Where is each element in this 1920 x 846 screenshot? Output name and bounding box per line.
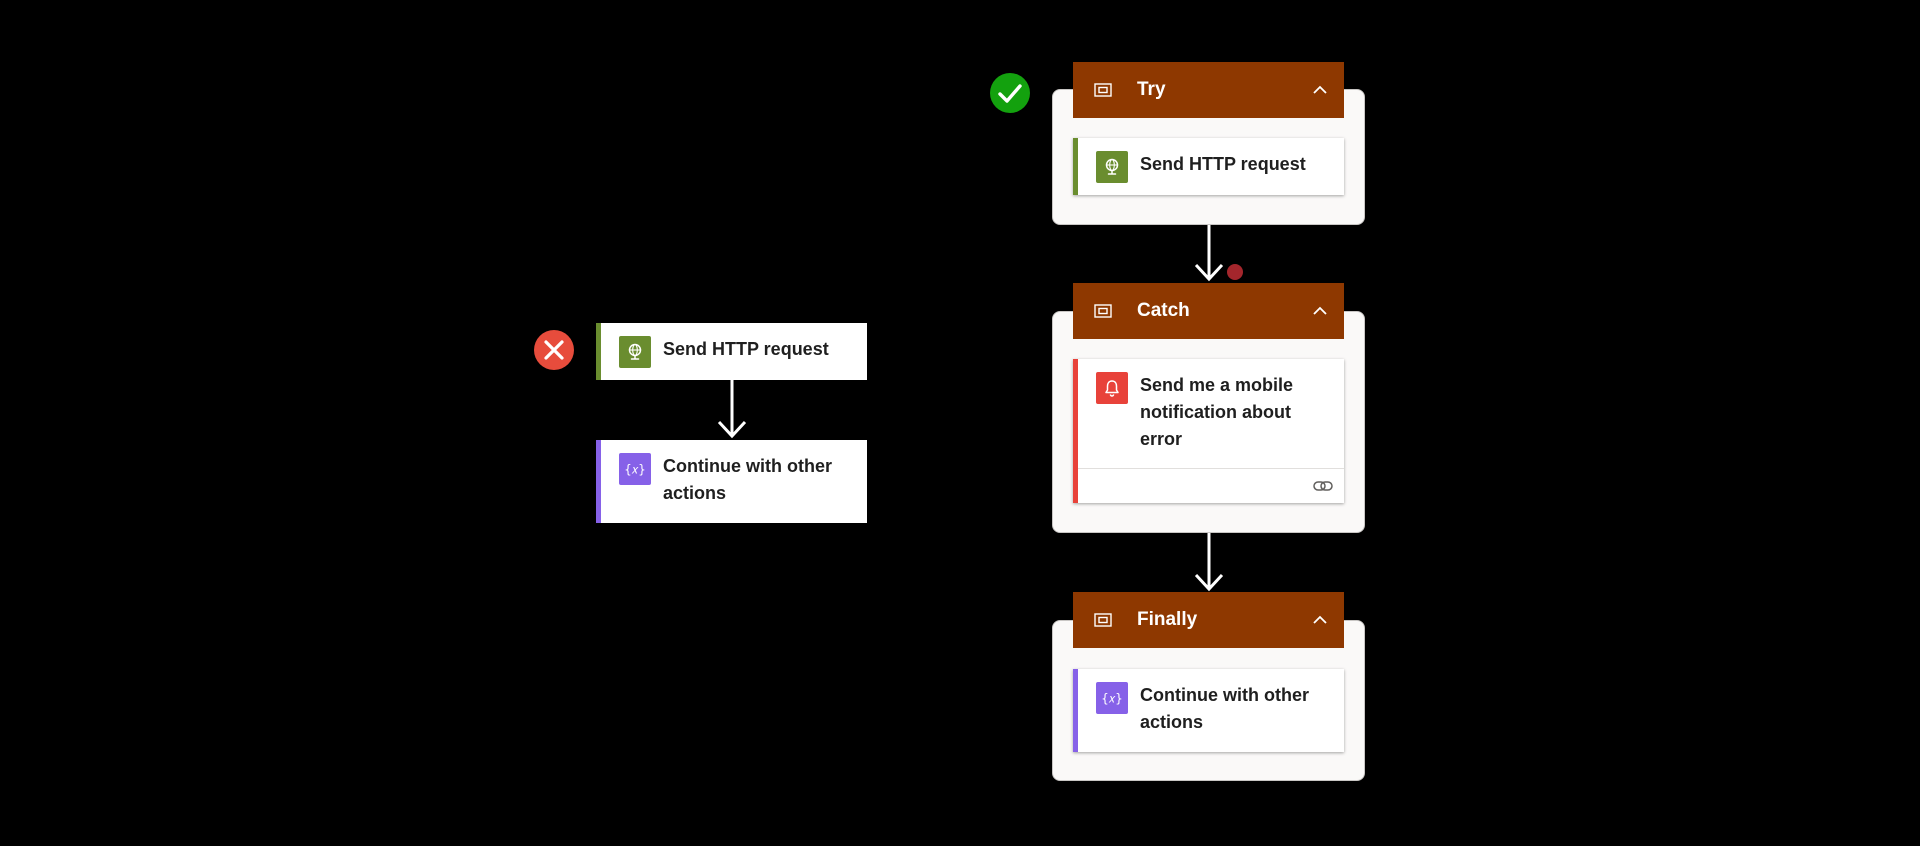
variable-braces-icon: {𝑥}	[619, 453, 651, 485]
chevron-up-icon[interactable]	[1310, 610, 1330, 630]
left-connector-arrow	[716, 380, 748, 440]
left-continue-actions-card[interactable]: {𝑥} Continue with other actions	[596, 440, 867, 523]
left-continue-action-label: Continue with other actions	[663, 456, 832, 503]
try-scope-header[interactable]: Try	[1073, 62, 1344, 118]
catch-scope-header[interactable]: Catch	[1073, 283, 1344, 339]
variable-braces-icon: {𝑥}	[1096, 682, 1128, 714]
card-footer	[1078, 468, 1344, 503]
left-send-http-request-card[interactable]: Send HTTP request	[596, 323, 867, 380]
finally-continue-actions-card[interactable]: {𝑥} Continue with other actions	[1073, 669, 1344, 752]
scope-icon	[1094, 83, 1112, 97]
try-to-catch-arrow	[1193, 225, 1225, 283]
svg-text:{𝑥}: {𝑥}	[624, 463, 645, 477]
try-http-action-label: Send HTTP request	[1140, 154, 1306, 174]
http-globe-icon	[1096, 151, 1128, 183]
svg-text:{𝑥}: {𝑥}	[1101, 692, 1122, 706]
success-status-icon	[989, 72, 1031, 114]
http-globe-icon	[619, 336, 651, 368]
link-icon[interactable]	[1312, 476, 1334, 496]
chevron-up-icon[interactable]	[1310, 301, 1330, 321]
catch-to-finally-arrow	[1193, 533, 1225, 593]
catch-notification-label: Send me a mobile notification about erro…	[1140, 375, 1294, 449]
scope-icon	[1094, 613, 1112, 627]
chevron-up-icon[interactable]	[1310, 80, 1330, 100]
finally-scope-header[interactable]: Finally	[1073, 592, 1344, 648]
scope-icon	[1094, 304, 1112, 318]
finally-scope-title: Finally	[1137, 609, 1198, 630]
catch-scope-title: Catch	[1137, 300, 1190, 321]
failed-status-icon	[533, 329, 575, 371]
try-scope-title: Try	[1137, 79, 1166, 100]
catch-notification-card[interactable]: Send me a mobile notification about erro…	[1073, 359, 1344, 503]
try-send-http-request-card[interactable]: Send HTTP request	[1073, 138, 1344, 195]
finally-continue-action-label: Continue with other actions	[1140, 685, 1309, 732]
notification-bell-icon	[1096, 372, 1128, 404]
left-http-action-label: Send HTTP request	[663, 339, 829, 359]
run-after-failed-dot	[1226, 263, 1244, 281]
